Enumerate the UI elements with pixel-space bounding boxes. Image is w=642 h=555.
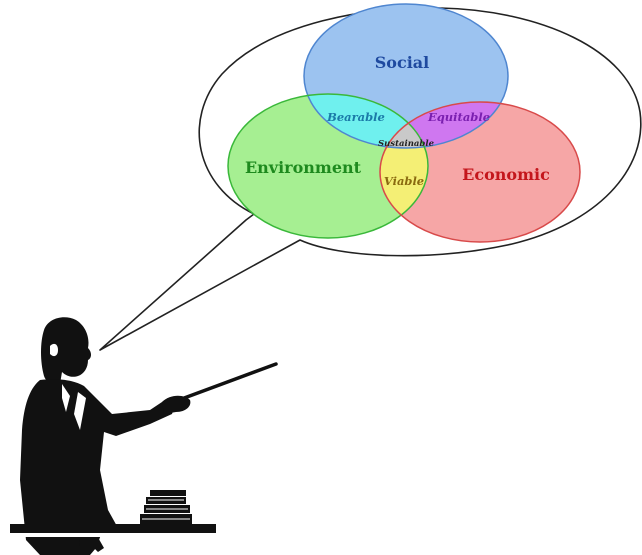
bearable-label: Bearable [326,110,385,124]
desk [10,524,216,537]
presenter-ear [50,343,58,357]
economic-circle-outline [379,101,581,243]
presenter-head [41,317,91,385]
book-stack-icon [140,490,192,524]
presenter-hand [162,395,191,414]
book-4 [150,490,186,496]
presenter-body [20,379,176,555]
viable-label: Viable [384,174,424,188]
sustainable-label: Sustainable [378,139,435,149]
social-circle-outline [303,3,509,149]
desk-top [10,524,216,534]
desk-edge [10,533,216,537]
presenter-collar [62,384,70,412]
social-label: Social [375,53,430,72]
economic-label: Economic [462,165,550,184]
environment-circle-outline [227,93,429,239]
environment-label: Environment [245,158,362,177]
bearable-overlap [304,94,428,148]
presenter-with-pointer-icon [20,317,278,555]
presenter-lapel [74,392,86,430]
equitable-overlap [380,102,508,148]
venn-diagram: Social Environment Economic Bearable Equ… [227,3,581,243]
equitable-label: Equitable [427,110,490,124]
